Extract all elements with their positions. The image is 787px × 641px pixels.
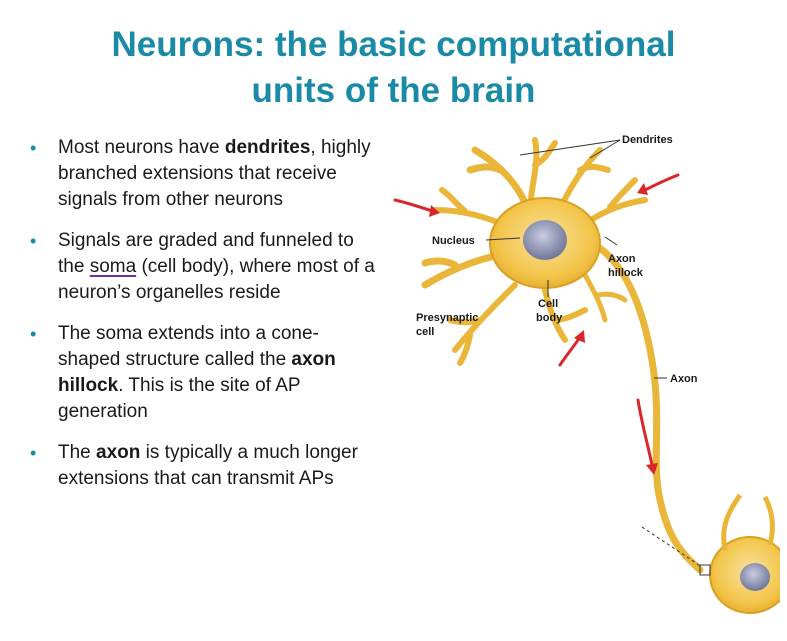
bullet-dot-icon: • — [30, 138, 37, 158]
bullet-text: The soma extends into a cone-shaped stru… — [58, 323, 319, 370]
bullet-item: • Signals are graded and funneled to the… — [30, 228, 375, 306]
label-presynaptic-1: Presynaptic — [416, 312, 478, 324]
bullet-item: • The axon is typically a much longer ex… — [30, 440, 375, 492]
bullet-text: . This is the site of AP generation — [58, 375, 301, 422]
nucleus-shape — [523, 220, 567, 260]
label-axon-hillock-1: Axon — [608, 253, 636, 265]
bullet-underlined-term: soma — [89, 256, 137, 277]
slide-title: Neurons: the basic computational units o… — [0, 22, 787, 114]
bullet-text: The — [58, 442, 97, 463]
bullet-item: • The soma extends into a cone-shaped st… — [30, 321, 375, 425]
label-cell-body-1: Cell — [538, 298, 558, 310]
label-axon-hillock-2: hillock — [608, 267, 644, 279]
neuron-diagram: Dendrites Nucleus Axon hillock Cell body… — [393, 134, 780, 614]
arrow-icon — [636, 398, 658, 475]
bullet-dot-icon: • — [30, 443, 37, 463]
bullet-list: • Most neurons have dendrites, highly br… — [30, 135, 375, 507]
label-axon: Axon — [670, 373, 698, 385]
bullet-text: is typically a much longer extensions th… — [58, 442, 358, 489]
bullet-bold-term: dendrites — [224, 137, 311, 158]
arrow-icon — [393, 198, 440, 217]
bullet-text: Most neurons have — [58, 137, 225, 158]
arrow-icon — [558, 330, 585, 367]
signal-arrows — [393, 173, 680, 475]
bullet-bold-term: axon — [96, 442, 141, 463]
bullet-text: Signals are graded and funneled to the — [58, 230, 354, 277]
label-cell-body-2: body — [536, 312, 563, 324]
bullet-dot-icon: • — [30, 324, 37, 344]
bullet-dot-icon: • — [30, 231, 37, 251]
bullet-bold-term: axon hillock — [58, 349, 336, 396]
leader-lines — [485, 139, 667, 379]
synapse-box — [699, 564, 711, 576]
label-dendrites: Dendrites — [622, 134, 673, 146]
title-line-2: units of the brain — [251, 71, 536, 110]
bullet-item: • Most neurons have dendrites, highly br… — [30, 135, 375, 213]
bullet-text: (cell body), where most of a neuron’s or… — [58, 256, 375, 303]
label-presynaptic-2: cell — [416, 326, 434, 338]
synapse-callout — [641, 526, 703, 568]
title-line-1: Neurons: the basic computational — [111, 25, 676, 64]
arrow-icon — [637, 173, 680, 195]
axon-fiber — [591, 241, 704, 574]
bullet-text: , highly branched extensions that receiv… — [58, 137, 371, 210]
postsynaptic-cell — [709, 493, 780, 614]
label-nucleus: Nucleus — [432, 235, 475, 247]
